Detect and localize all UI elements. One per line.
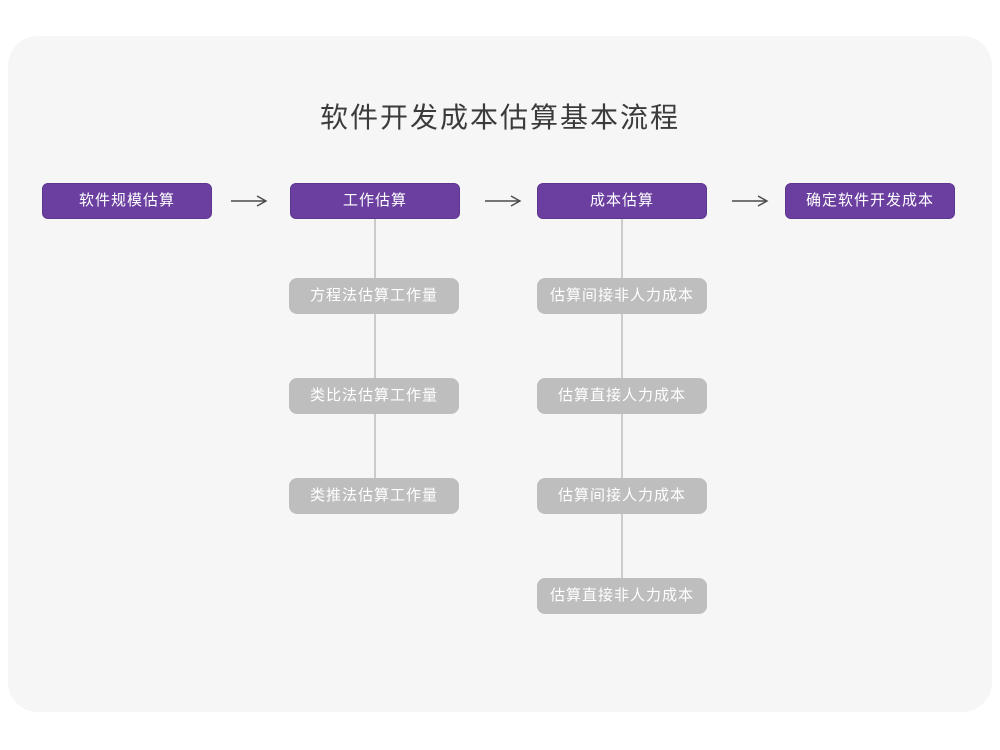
right-arrow-icon [732, 195, 769, 207]
sub-node-indirect-labor-cost: 估算间接人力成本 [537, 478, 707, 514]
sub-node-direct-labor-cost: 估算直接人力成本 [537, 378, 707, 414]
right-arrow-icon [485, 195, 522, 207]
stage-node-software-scale-estimation: 软件规模估算 [42, 183, 212, 219]
diagram-card [8, 36, 992, 712]
connector-line-work-estimation [374, 219, 376, 497]
sub-node-analogy-method: 类比法估算工作量 [289, 378, 459, 414]
sub-node-extrapolation-method: 类推法估算工作量 [289, 478, 459, 514]
diagram-title: 软件开发成本估算基本流程 [319, 102, 680, 133]
stage-node-determine-development-cost: 确定软件开发成本 [785, 183, 955, 219]
sub-node-indirect-nonlabor-cost: 估算间接非人力成本 [537, 278, 707, 314]
stage-node-cost-estimation: 成本估算 [537, 183, 707, 219]
sub-node-equation-method: 方程法估算工作量 [289, 278, 459, 314]
right-arrow-icon [231, 195, 268, 207]
stage-node-work-estimation: 工作估算 [290, 183, 460, 219]
sub-node-direct-nonlabor-cost: 估算直接非人力成本 [537, 578, 707, 614]
